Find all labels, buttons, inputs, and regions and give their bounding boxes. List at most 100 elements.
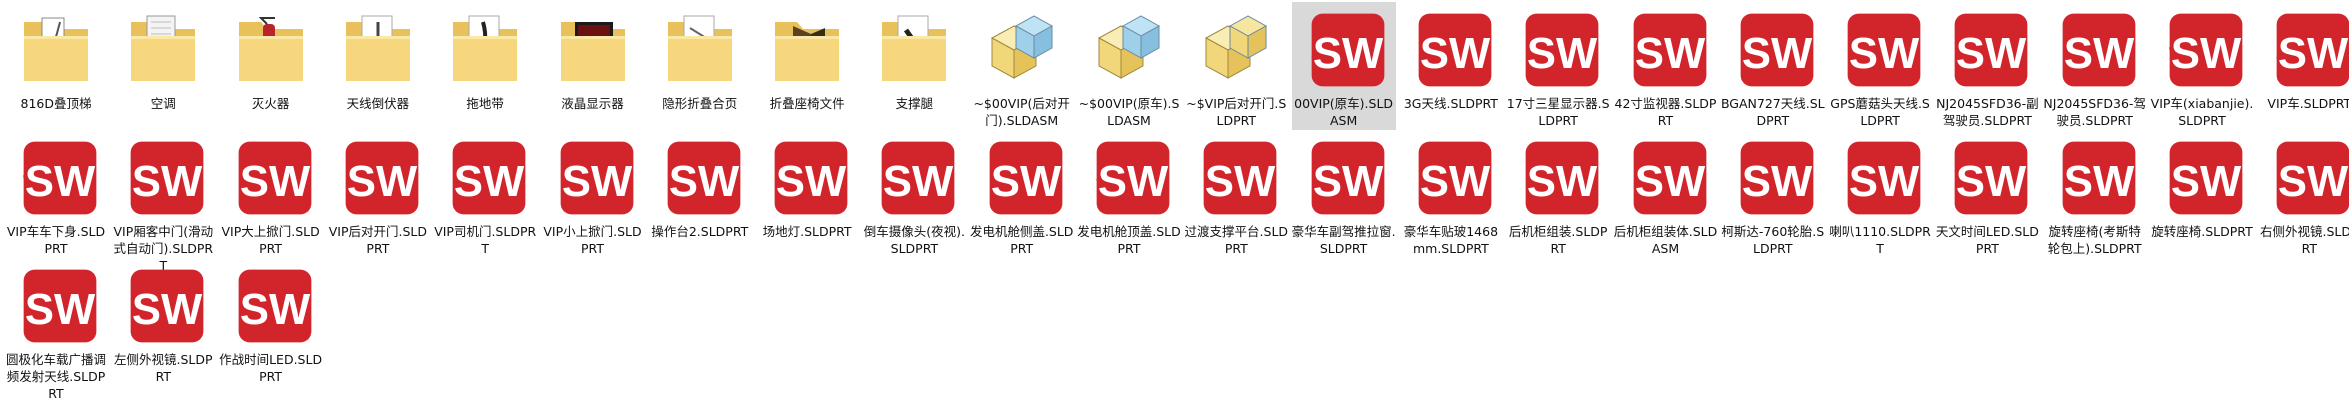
file-item[interactable]: ~$VIP后对开门.SLDPRT (1184, 2, 1288, 130)
sw-file-icon: SW (231, 136, 311, 216)
sw-file-icon: SW (1304, 8, 1384, 88)
folder-icon (16, 8, 96, 88)
sw-file-icon: SW (982, 136, 1063, 216)
folder-icon (767, 8, 847, 88)
file-item[interactable]: SW VIP车.SLDPRT (2257, 2, 2349, 130)
svg-text:SW: SW (1634, 30, 1705, 78)
file-label: VIP司机门.SLDPRT (434, 224, 537, 256)
file-label: 场地灯.SLDPRT (762, 224, 852, 239)
file-item[interactable]: SW 17寸三星显示器.SLDPRT (1506, 2, 1610, 130)
svg-text:SW: SW (2064, 30, 2135, 78)
file-item[interactable]: 折叠座椅文件 (755, 2, 859, 130)
svg-text:SW: SW (561, 158, 632, 206)
sw-file-icon: SW (1626, 136, 1706, 216)
file-label: VIP车.SLDPRT (2267, 96, 2349, 111)
sw-file-icon: SW (1518, 8, 1599, 88)
file-item[interactable]: SW NJ2045SFD36-驾驶员.SLDPRT (2043, 2, 2147, 130)
file-item[interactable]: 816D叠顶梯 (4, 2, 108, 130)
file-item[interactable]: 拖地带 (433, 2, 537, 130)
file-label: BGAN727天线.SLDPRT (1720, 96, 1825, 128)
file-label: VIP小上掀门.SLDPRT (543, 224, 642, 256)
file-label: 液晶显示器 (561, 96, 624, 111)
svg-text:SW: SW (776, 158, 847, 206)
sw-file-icon: SW (338, 136, 419, 216)
svg-text:SW: SW (239, 286, 310, 334)
svg-text:SW: SW (2278, 30, 2349, 78)
file-item[interactable]: SW NJ2045SFD36-副驾驶员.SLDPRT (1935, 2, 2039, 130)
sw-file-icon: SW (123, 264, 204, 344)
file-label: GPS蘑菇头天线.SLDPRT (1830, 96, 1930, 128)
file-label: VIP大上掀门.SLDPRT (221, 224, 320, 256)
file-item[interactable]: SW 场地灯.SLDPRT (755, 130, 859, 258)
svg-text:SW: SW (1312, 30, 1383, 78)
file-item[interactable]: SW 42寸监视器.SLDPRT (1614, 2, 1718, 130)
file-label: 17寸三星显示器.SLDPRT (1506, 96, 1610, 128)
file-label: 天线倒伏器 (346, 96, 410, 111)
file-item[interactable]: 支撑腿 (862, 2, 966, 130)
sw-file-icon: SW (660, 136, 741, 216)
file-item[interactable]: 天线倒伏器 (326, 2, 430, 130)
sw-file-icon: SW (1411, 136, 1492, 216)
folder-icon (338, 8, 418, 88)
sw-file-icon: SW (123, 136, 204, 216)
file-item[interactable]: ~$00VIP(后对开门).SLDASM (970, 2, 1074, 130)
sw-file-icon: SW (16, 264, 97, 344)
sw-file-icon: SW (767, 136, 848, 216)
file-item[interactable]: SW BGAN727天线.SLDPRT (1721, 2, 1825, 130)
file-label: 816D叠顶梯 (20, 96, 92, 111)
file-label: NJ2045SFD36-驾驶员.SLDPRT (2043, 96, 2146, 128)
file-label: 天文时间LED.SLDPRT (1935, 224, 2039, 256)
folder-icon (874, 8, 954, 88)
folder-icon (231, 8, 311, 88)
file-item[interactable]: 灭火器 (219, 2, 323, 130)
file-item[interactable]: SW VIP大上掀门.SLDPRT (219, 130, 323, 258)
file-item[interactable]: SW 作战时间LED.SLDPRT (219, 258, 323, 386)
file-label: 42寸监视器.SLDPRT (1614, 96, 1717, 128)
sw-file-icon: SW (874, 136, 955, 216)
file-item[interactable]: SW VIP小上掀门.SLDPRT (541, 130, 645, 258)
file-label: 折叠座椅文件 (769, 96, 845, 111)
folder-icon (660, 8, 740, 88)
file-item[interactable]: 液晶显示器 (541, 2, 645, 130)
svg-text:SW: SW (25, 158, 96, 206)
sw-file-icon: SW (1733, 8, 1814, 88)
file-label: 作战时间LED.SLDPRT (219, 352, 323, 384)
svg-text:SW: SW (1956, 30, 2027, 78)
file-item[interactable]: 空调 (111, 2, 215, 130)
svg-text:SW: SW (2064, 158, 2135, 206)
sw-file-icon: SW (1304, 136, 1384, 216)
file-label: 灭火器 (251, 96, 290, 111)
file-label: NJ2045SFD36-副驾驶员.SLDPRT (1936, 96, 2039, 128)
file-item[interactable]: 隐形折叠合页 (648, 2, 752, 130)
file-label: VIP车(xiabanjie).SLDPRT (2150, 96, 2254, 128)
file-label: 拖地带 (466, 96, 504, 111)
file-label: 隐形折叠合页 (662, 96, 738, 111)
file-item[interactable]: ~$00VIP(原车).SLDASM (1077, 2, 1181, 130)
